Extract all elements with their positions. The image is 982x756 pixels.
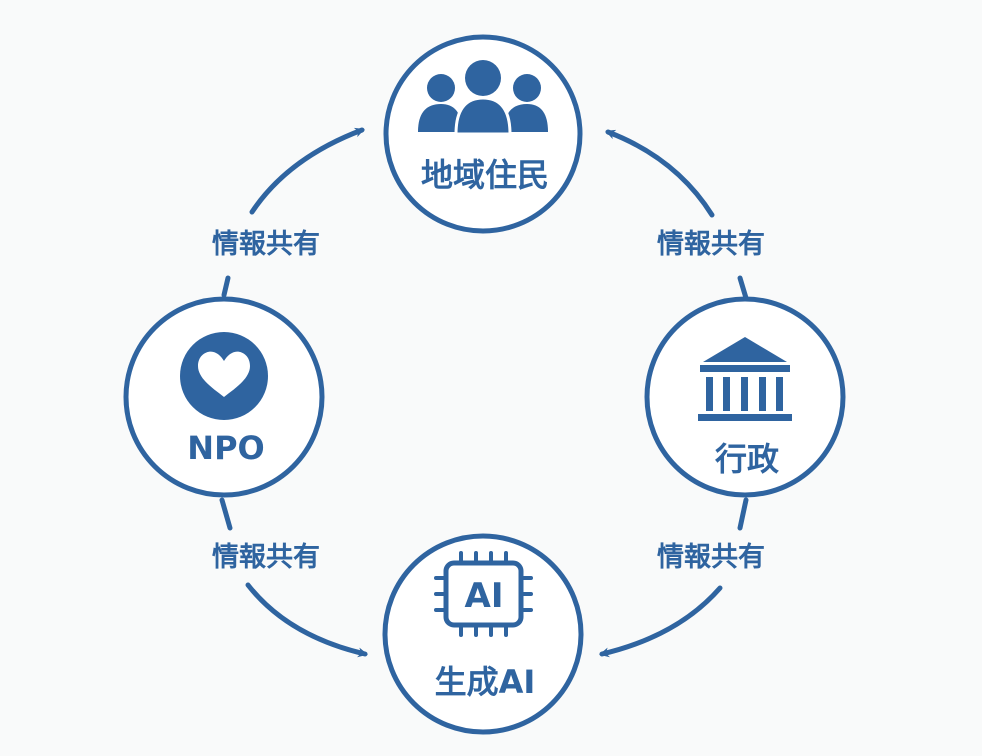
edge-label-top-right: 情報共有: [657, 229, 765, 260]
node-residents: 地域住民: [383, 34, 583, 234]
heart-icon: [180, 332, 268, 420]
node-generative-ai: AI 生成AI: [382, 533, 584, 735]
arrow-npo-to-residents-head: [249, 127, 365, 215]
government-building-icon: [698, 337, 792, 421]
node-label-npo: NPO: [187, 429, 264, 467]
arrow-government-to-ai-head: [599, 585, 723, 658]
edge-label-bottom-left: 情報共有: [212, 542, 320, 573]
arrow-npo-to-ai-head: [245, 582, 368, 658]
ai-chip-text: AI: [465, 576, 504, 616]
node-label-government: 行政: [715, 440, 779, 478]
edge-label-top-left: 情報共有: [212, 229, 320, 260]
people-icon: [418, 60, 548, 136]
ai-chip-icon: AI: [434, 551, 533, 637]
arrow-npo-to-residents: [221, 275, 231, 298]
node-government: 行政: [644, 296, 846, 498]
arrow-government-to-residents: [737, 275, 749, 301]
arrow-government-to-residents-head: [605, 129, 715, 218]
arrow-government-to-ai: [737, 497, 749, 531]
node-npo: NPO: [123, 296, 325, 498]
edge-label-bottom-right: 情報共有: [657, 542, 765, 573]
node-label-generative-ai: 生成AI: [435, 663, 536, 701]
node-label-residents: 地域住民: [421, 156, 549, 194]
arrow-npo-to-ai: [219, 497, 233, 531]
